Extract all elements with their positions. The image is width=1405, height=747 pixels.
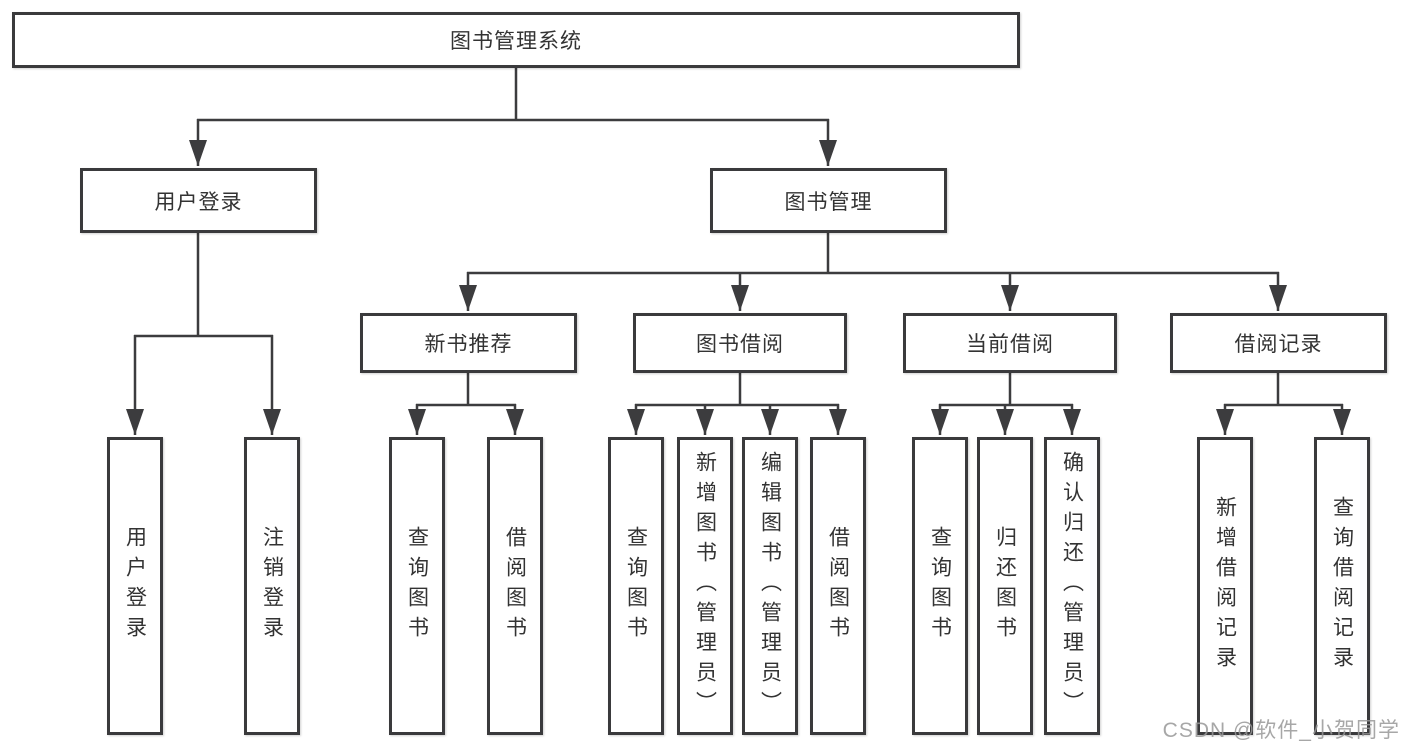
leaf-edit-book-admin: 编辑图书（管理员） (742, 437, 798, 735)
leaf-label: 确认归还（管理员） (1060, 451, 1084, 721)
node-borrow-records: 借阅记录 (1170, 313, 1387, 373)
leaf-label: 归还图书 (993, 526, 1017, 646)
leaf-label: 查询图书 (405, 526, 429, 646)
leaf-label: 查询图书 (928, 526, 952, 646)
node-user-login: 用户登录 (80, 168, 317, 233)
leaf-label: 注销登录 (260, 526, 284, 646)
leaf-label: 编辑图书（管理员） (758, 451, 782, 721)
leaf-label: 借阅图书 (826, 526, 850, 646)
node-new-book-recommend: 新书推荐 (360, 313, 577, 373)
leaf-label: 新增借阅记录 (1213, 496, 1237, 676)
leaf-add-borrow-record: 新增借阅记录 (1197, 437, 1253, 735)
leaf-add-book-admin: 新增图书（管理员） (677, 437, 733, 735)
leaf-query-borrow-record: 查询借阅记录 (1314, 437, 1370, 735)
csdn-watermark: CSDN @软件_小贺同学 (1162, 719, 1400, 742)
leaf-borrow-books-2: 借阅图书 (810, 437, 866, 735)
leaf-logout: 注销登录 (244, 437, 300, 735)
leaf-confirm-return-admin: 确认归还（管理员） (1044, 437, 1100, 735)
node-book-management: 图书管理 (710, 168, 947, 233)
leaf-borrow-books-1: 借阅图书 (487, 437, 543, 735)
leaf-label: 新增图书（管理员） (693, 451, 717, 721)
leaf-return-book: 归还图书 (977, 437, 1033, 735)
leaf-label: 用户登录 (123, 526, 147, 646)
leaf-label: 查询图书 (624, 526, 648, 646)
leaf-query-books-2: 查询图书 (608, 437, 664, 735)
leaf-user-login: 用户登录 (107, 437, 163, 735)
leaf-label: 查询借阅记录 (1330, 496, 1354, 676)
node-book-borrowing: 图书借阅 (633, 313, 847, 373)
node-current-borrowing: 当前借阅 (903, 313, 1117, 373)
node-root: 图书管理系统 (12, 12, 1020, 68)
leaf-query-books-1: 查询图书 (389, 437, 445, 735)
leaf-label: 借阅图书 (503, 526, 527, 646)
leaf-query-books-3: 查询图书 (912, 437, 968, 735)
